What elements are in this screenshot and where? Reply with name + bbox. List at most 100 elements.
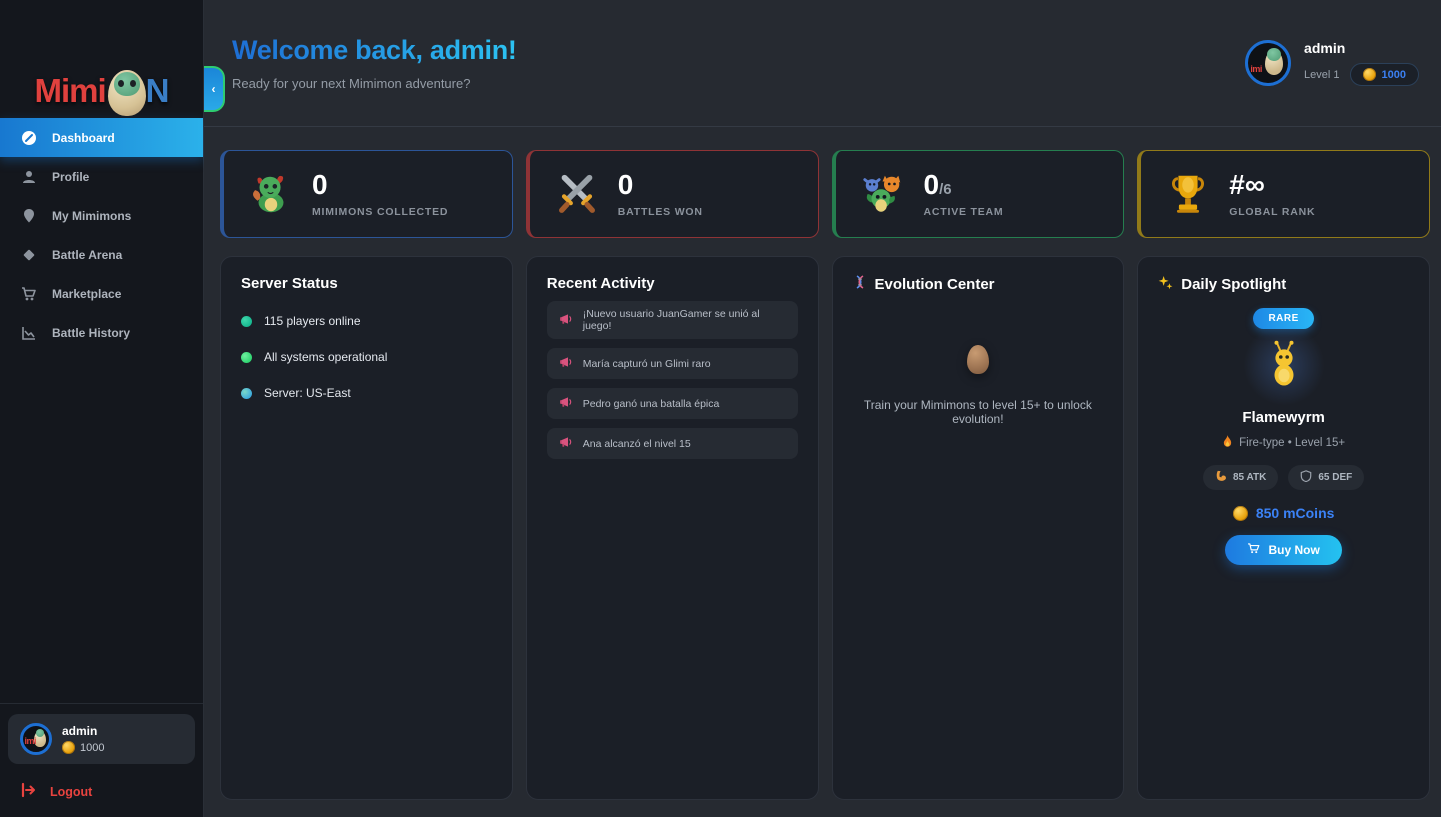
welcome-block: Welcome back, admin! Ready for your next… [232, 35, 517, 91]
sidebar-item-battle-history[interactable]: Battle History [0, 313, 203, 352]
status-dot [241, 387, 252, 399]
stat-card-mimimons-collected: 0 MIMIMONS COLLECTED [220, 150, 513, 238]
app-logo: Mimi N [0, 0, 203, 118]
shield-icon [1300, 470, 1312, 485]
sidebar-item-label: My Mimimons [52, 208, 132, 223]
stat-value: #∞ [1229, 168, 1265, 200]
cart-icon [1247, 543, 1260, 557]
avatar: imi [20, 723, 52, 755]
status-dot [241, 351, 252, 363]
diamond-icon [20, 246, 37, 263]
server-status-item: 115 players online [241, 314, 492, 328]
megaphone-icon [559, 355, 573, 372]
dragon-icon [248, 171, 294, 217]
wordmark-left: Mimi [34, 72, 106, 109]
evolution-center-panel: Evolution Center Train your Mimimons to … [831, 256, 1125, 800]
sidebar-item-profile[interactable]: Profile [0, 157, 203, 196]
sidebar-item-label: Battle Arena [52, 247, 123, 262]
panel-title: Server Status [241, 275, 338, 292]
daily-spotlight-panel: Daily Spotlight RARE [1137, 256, 1430, 800]
sidebar-item-label: Dashboard [52, 130, 115, 145]
page-subtitle: Ready for your next Mimimon adventure? [232, 76, 471, 91]
megaphone-icon [559, 395, 573, 412]
main-area: ‹ Welcome back, admin! Ready for your ne… [204, 0, 1441, 817]
sidebar-collapse-button[interactable]: ‹ [204, 66, 225, 112]
creature-price: 850 mCoins [1232, 505, 1334, 521]
activity-item[interactable]: María capturó un Glimi raro [546, 348, 798, 379]
status-dot [241, 315, 252, 327]
panel-title: Recent Activity [546, 275, 655, 292]
stat-label: BATTLES WON [617, 205, 703, 218]
sidebar-user-card[interactable]: imi admin 1000 [8, 714, 195, 764]
sidebar-item-battle-arena[interactable]: Battle Arena [0, 235, 203, 274]
logout-button[interactable]: Logout [8, 764, 195, 817]
server-status-item: Server: US-East [241, 386, 492, 400]
activity-item[interactable]: Pedro ganó una batalla épica [546, 388, 798, 419]
pin-icon [20, 207, 37, 224]
team-icon [860, 171, 906, 217]
creature-name: Flamewyrm [1242, 409, 1325, 426]
stat-card-active-team: 0/6 ACTIVE TEAM [831, 150, 1125, 238]
mascot-egg-creature-icon [100, 70, 152, 116]
egg-icon [966, 345, 989, 374]
spotlight-creature-icon [1241, 323, 1326, 407]
megaphone-icon [559, 435, 573, 452]
server-status-item: All systems operational [241, 350, 492, 364]
chart-icon [20, 324, 37, 341]
sidebar-item-my-mimimons[interactable]: My Mimimons [0, 196, 203, 235]
stat-card-global-rank: #∞ GLOBAL RANK [1137, 150, 1430, 238]
profile-icon [20, 168, 37, 185]
sidebar: Mimi N Dashboard Profile My Mimimons [0, 0, 204, 817]
evolution-message: Train your Mimimons to level 15+ to unlo… [863, 398, 1092, 426]
activity-item[interactable]: Ana alcanzó el nivel 15 [546, 428, 798, 459]
user-level: Level 1 [1304, 68, 1340, 81]
crossed-swords-icon [554, 171, 600, 217]
sidebar-item-label: Marketplace [52, 286, 122, 301]
dna-icon [853, 275, 867, 293]
coin-balance: 1000 [1381, 68, 1406, 81]
coin-balance-badge[interactable]: 1000 [1349, 63, 1419, 86]
megaphone-icon [559, 312, 573, 329]
trophy-icon [1165, 171, 1211, 217]
sidebar-item-dashboard[interactable]: Dashboard [0, 118, 203, 157]
sidebar-bottom: imi admin 1000 Logout [0, 703, 203, 817]
stat-card-battles-won: 0 BATTLES WON [525, 150, 819, 238]
sidebar-item-label: Profile [52, 169, 90, 184]
cart-icon [20, 285, 37, 302]
logout-label: Logout [50, 784, 93, 799]
stat-label: ACTIVE TEAM [923, 205, 1004, 218]
server-status-panel: Server Status 115 players online All sys… [220, 256, 513, 800]
buy-now-button[interactable]: Buy Now [1225, 535, 1342, 565]
user-name: admin [1304, 40, 1346, 56]
panel-title: Daily Spotlight [1158, 275, 1409, 294]
panel-title: Evolution Center [853, 275, 1104, 293]
dashboard-icon [20, 129, 37, 146]
logout-icon [20, 782, 36, 801]
stat-label: MIMIMONS COLLECTED [312, 205, 449, 218]
coin-icon [1232, 505, 1248, 521]
user-name: admin [62, 724, 98, 738]
rarity-badge: RARE [1253, 308, 1314, 329]
atk-stat-pill: 85 ATK [1203, 465, 1279, 490]
stat-label: GLOBAL RANK [1229, 205, 1316, 218]
chevron-left-icon: ‹ [211, 82, 216, 96]
content-row: Server Status 115 players online All sys… [204, 238, 1441, 817]
coin-icon [1362, 68, 1376, 81]
user-coins: 1000 [62, 741, 104, 754]
sparkles-icon [1158, 275, 1173, 294]
activity-item[interactable]: ¡Nuevo usuario JuanGamer se unió al jueg… [546, 301, 798, 339]
stats-row: 0 MIMIMONS COLLECTED 0 [204, 127, 1441, 238]
avatar: imi [1245, 40, 1292, 86]
wordmark-right: N [145, 72, 170, 109]
muscle-icon [1215, 470, 1227, 485]
sidebar-item-marketplace[interactable]: Marketplace [0, 274, 203, 313]
stat-value: 0 [617, 168, 634, 200]
creature-type-line: Fire-type • Level 15+ [1222, 435, 1345, 451]
sidebar-nav: Dashboard Profile My Mimimons Battle Are… [0, 118, 203, 352]
coin-icon [62, 741, 75, 754]
sidebar-item-label: Battle History [52, 325, 131, 340]
stat-value: 0 [923, 168, 940, 200]
recent-activity-panel: Recent Activity ¡Nuevo usuario JuanGamer… [525, 256, 819, 800]
header-user-chip[interactable]: imi admin Level 1 1000 [1245, 40, 1419, 86]
stat-suffix: /6 [939, 180, 952, 198]
